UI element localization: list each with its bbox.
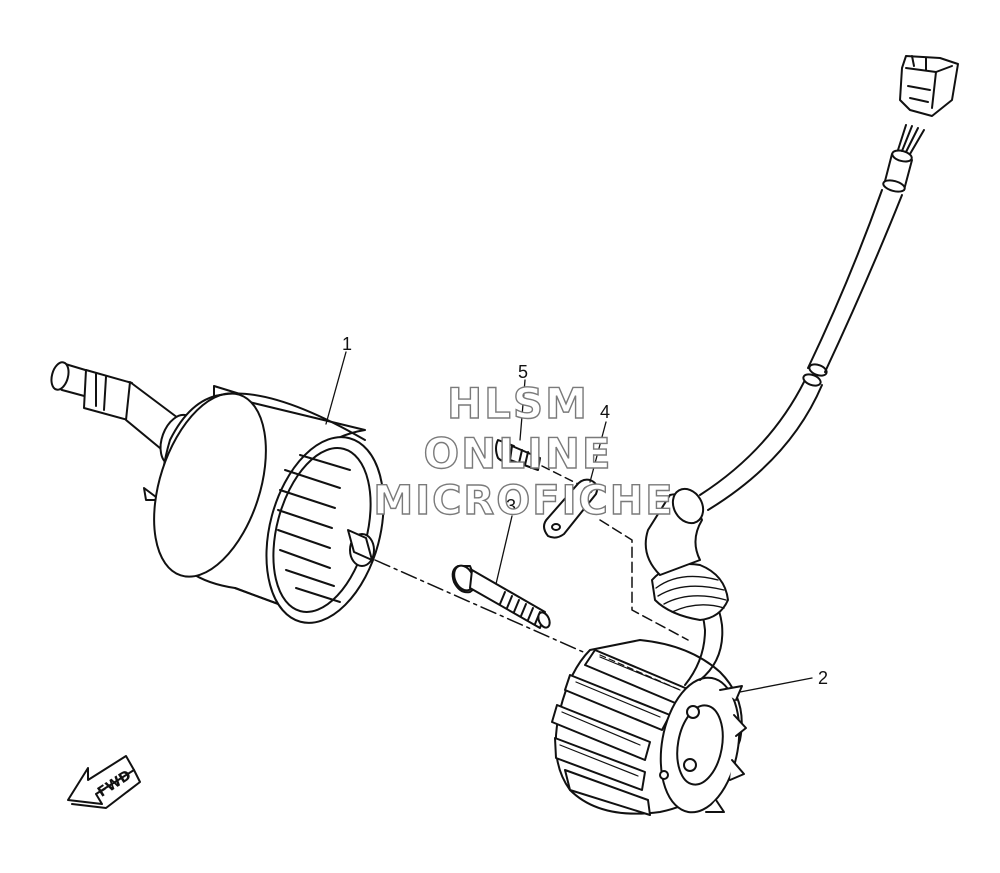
leader-5 <box>519 379 526 441</box>
leader-3 <box>495 515 513 585</box>
callout-5: 5 <box>518 362 528 382</box>
watermark-line-3: MICROFICHE <box>373 478 674 524</box>
bolt-short-part <box>495 439 581 486</box>
leader-4 <box>589 421 607 483</box>
watermark: HLSM ONLINE MICROFICHE <box>373 378 674 524</box>
fwd-arrow-icon <box>67 755 141 809</box>
leader-2 <box>739 677 813 693</box>
rotor-part <box>50 361 385 624</box>
callout-2: 2 <box>818 668 828 688</box>
clamp-plate-part <box>543 478 689 641</box>
callout-1: 1 <box>342 334 352 354</box>
leader-1 <box>325 351 347 425</box>
watermark-line-1: HLSM <box>447 379 589 428</box>
bolt-long-part <box>451 564 551 629</box>
callout-3: 3 <box>506 496 516 516</box>
stator-part <box>551 487 747 816</box>
wire-harness <box>699 55 959 511</box>
callout-4: 4 <box>600 402 610 422</box>
watermark-line-2: ONLINE <box>423 429 612 478</box>
axis-line <box>374 559 591 656</box>
